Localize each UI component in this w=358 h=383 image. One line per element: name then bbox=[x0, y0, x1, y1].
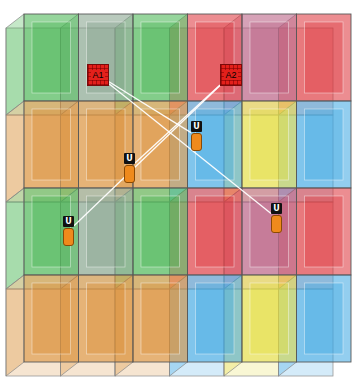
cube-inner bbox=[32, 22, 71, 93]
user-device: U bbox=[63, 216, 74, 246]
cube-sides bbox=[6, 14, 297, 376]
user-label: U bbox=[126, 154, 133, 163]
signal-line bbox=[135, 85, 220, 163]
antenna-label: A1 bbox=[91, 70, 104, 80]
cube-front bbox=[24, 188, 79, 275]
cube-front bbox=[79, 14, 134, 101]
cube-front bbox=[133, 14, 188, 101]
cube-inner bbox=[87, 109, 126, 180]
cube-inner bbox=[87, 22, 126, 93]
cube-front bbox=[79, 275, 134, 362]
cube-front bbox=[24, 275, 79, 362]
user-label: U bbox=[65, 217, 72, 226]
cube-front bbox=[188, 14, 243, 101]
cube-inner bbox=[32, 283, 71, 354]
cube-inner bbox=[87, 196, 126, 267]
device-head: U bbox=[124, 153, 135, 164]
cube-inner bbox=[250, 22, 289, 93]
user-device: U bbox=[271, 203, 282, 233]
cube-inner bbox=[141, 196, 180, 267]
device-body bbox=[124, 165, 135, 183]
cube-front bbox=[133, 275, 188, 362]
cube-side bbox=[6, 188, 24, 289]
cube-side bbox=[6, 101, 24, 202]
cube-front bbox=[79, 188, 134, 275]
cube-front-faces bbox=[24, 14, 351, 362]
signal-line bbox=[109, 84, 271, 214]
cube-inner bbox=[250, 283, 289, 354]
cube-inner bbox=[305, 196, 344, 267]
device-body bbox=[271, 215, 282, 233]
cube-front bbox=[188, 275, 243, 362]
cube-inner bbox=[305, 109, 344, 180]
cube-front bbox=[188, 188, 243, 275]
antenna-label: A2 bbox=[224, 70, 237, 80]
cube-front bbox=[242, 275, 297, 362]
cube-front bbox=[188, 101, 243, 188]
cube-front bbox=[297, 101, 352, 188]
cube-front bbox=[24, 14, 79, 101]
cube-front bbox=[297, 275, 352, 362]
cube-inner bbox=[196, 196, 235, 267]
cube-inner bbox=[141, 22, 180, 93]
cube-front bbox=[24, 101, 79, 188]
cube-front bbox=[133, 188, 188, 275]
cube-side bbox=[6, 275, 24, 376]
user-label: U bbox=[273, 204, 280, 213]
user-label: U bbox=[193, 122, 200, 131]
cube-inner bbox=[305, 283, 344, 354]
cube-inner bbox=[305, 22, 344, 93]
cube-front bbox=[242, 14, 297, 101]
cube-front bbox=[297, 14, 352, 101]
device-body bbox=[63, 228, 74, 246]
device-head: U bbox=[191, 121, 202, 132]
cube-front bbox=[242, 101, 297, 188]
antenna-box: A2 bbox=[220, 64, 242, 86]
cube-inner bbox=[141, 109, 180, 180]
cube-inner bbox=[141, 283, 180, 354]
cube-front bbox=[242, 188, 297, 275]
cube-inner bbox=[196, 283, 235, 354]
user-device: U bbox=[191, 121, 202, 151]
signal-line bbox=[74, 86, 220, 226]
cube-inner bbox=[87, 283, 126, 354]
device-body bbox=[191, 133, 202, 151]
cube-inner bbox=[250, 109, 289, 180]
device-head: U bbox=[271, 203, 282, 214]
cube-side bbox=[6, 14, 24, 115]
cube-inner bbox=[32, 109, 71, 180]
cube-front bbox=[297, 188, 352, 275]
cube-inner bbox=[250, 196, 289, 267]
antenna-box: A1 bbox=[87, 64, 109, 86]
device-head: U bbox=[63, 216, 74, 227]
user-device: U bbox=[124, 153, 135, 183]
